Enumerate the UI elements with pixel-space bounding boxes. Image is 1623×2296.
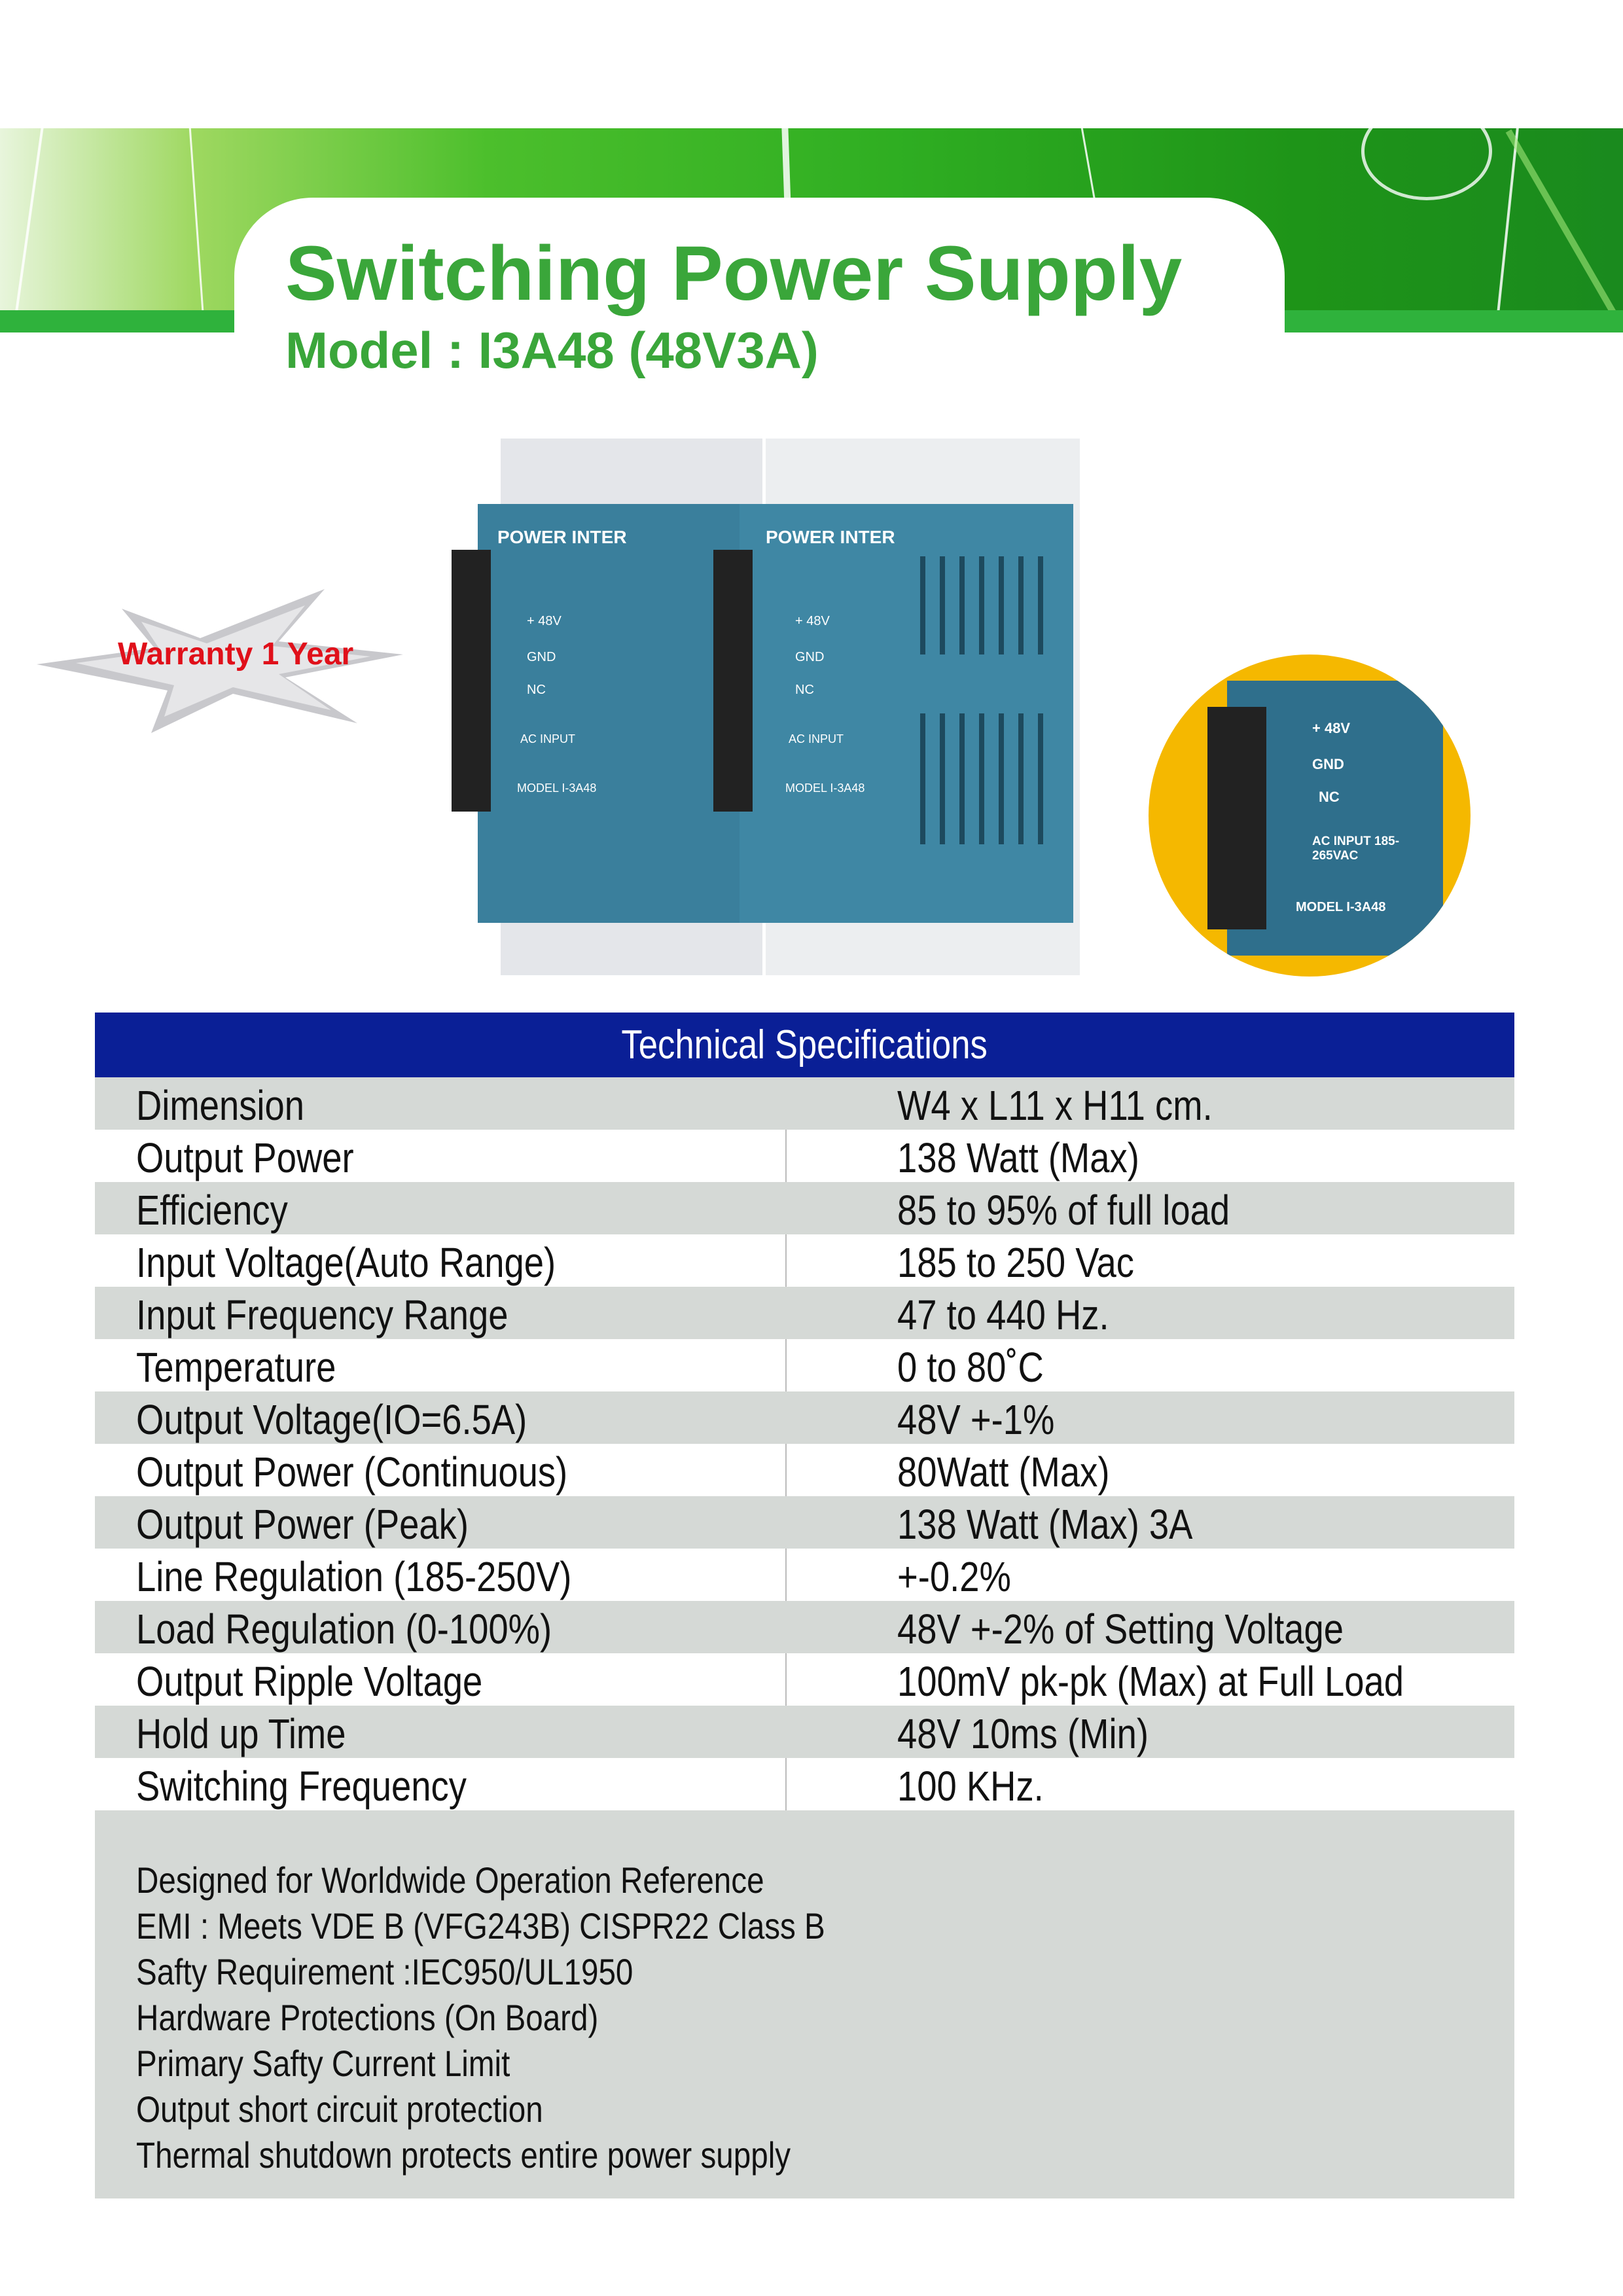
table-row: Output Power (Peak) 138 Watt (Max) 3A xyxy=(95,1496,1514,1549)
table-row: Input Voltage(Auto Range) 185 to 250 Vac xyxy=(95,1234,1514,1287)
svg-text:NC: NC xyxy=(527,683,546,697)
spec-value: W4 x L11 x H11 cm. xyxy=(897,1082,1213,1129)
table-row: Output Voltage(IO=6.5A) 48V +-1% xyxy=(95,1391,1514,1444)
spec-value: +-0.2% xyxy=(897,1553,1011,1600)
spec-label: Line Regulation (185-250V) xyxy=(136,1553,572,1600)
svg-text:+ 48V: + 48V xyxy=(527,614,562,628)
table-row: Hold up Time 48V 10ms (Min) xyxy=(95,1706,1514,1758)
svg-text:MODEL I-3A48: MODEL I-3A48 xyxy=(785,781,865,795)
svg-text:GND: GND xyxy=(795,650,824,664)
svg-text:AC INPUT: AC INPUT xyxy=(520,732,575,745)
spec-label: Hold up Time xyxy=(136,1710,346,1757)
spec-value: 80Watt (Max) xyxy=(897,1448,1110,1496)
spec-label: Output Power (Peak) xyxy=(136,1501,469,1548)
starburst-icon xyxy=(37,589,403,733)
spec-value: 47 to 440 Hz. xyxy=(897,1291,1109,1338)
spec-value: 48V +-1% xyxy=(897,1396,1055,1443)
terminal-closeup: + 48V GND NC AC INPUT 185-265VAC MODEL I… xyxy=(1149,655,1471,977)
spec-value: 100 KHz. xyxy=(897,1763,1044,1810)
table-row: Output Power 138 Watt (Max) xyxy=(95,1130,1514,1182)
notes-section: Designed for Worldwide Operation Referen… xyxy=(95,1810,1514,2198)
table-row: Output Ripple Voltage 100mV pk-pk (Max) a… xyxy=(95,1653,1514,1706)
model-subtitle: Model : I3A48 (48V3A) xyxy=(285,321,819,379)
warranty-badge: Warranty 1 Year xyxy=(118,637,354,672)
table-row: Switching Frequency 100 KHz. xyxy=(95,1758,1514,1810)
svg-text:AC INPUT: AC INPUT xyxy=(789,732,844,745)
svg-text:NC: NC xyxy=(795,683,814,697)
spec-label: Output Power (Continuous) xyxy=(136,1448,568,1496)
spec-value: 138 Watt (Max) 3A xyxy=(897,1501,1193,1548)
spec-label: Temperature xyxy=(136,1344,336,1391)
table-row: Line Regulation (185-250V) +-0.2% xyxy=(95,1549,1514,1601)
spec-value: 48V +-2% of Setting Voltage xyxy=(897,1605,1344,1653)
spec-label: Switching Frequency xyxy=(136,1763,467,1810)
spec-label: Output Power xyxy=(136,1134,354,1181)
note-line: Thermal shutdown protects entire power s… xyxy=(136,2134,791,2176)
title-tab xyxy=(234,198,1285,368)
spec-value: 138 Watt (Max) xyxy=(897,1134,1139,1181)
spec-label: Input Voltage(Auto Range) xyxy=(136,1239,556,1286)
svg-text:+ 48V: + 48V xyxy=(795,614,830,628)
spec-label: Load Regulation (0-100%) xyxy=(136,1605,552,1653)
table-row: Input Frequency Range 47 to 440 Hz. xyxy=(95,1287,1514,1339)
spec-value: 85 to 95% of full load xyxy=(897,1187,1230,1234)
note-line: Output short circuit protection xyxy=(136,2089,543,2130)
spec-label: Output Ripple Voltage xyxy=(136,1658,483,1705)
table-row: Load Regulation (0-100%) 48V +-2% of Sett… xyxy=(95,1601,1514,1653)
spec-value: 0 to 80˚C xyxy=(897,1344,1044,1391)
svg-text:POWER INTER: POWER INTER xyxy=(497,527,627,547)
note-line: EMI : Meets VDE B (VFG243B) CISPR22 Clas… xyxy=(136,1905,825,1946)
note-line: Hardware Protections (On Board) xyxy=(136,1997,599,2038)
spec-value: 48V 10ms (Min) xyxy=(897,1710,1149,1757)
svg-text:MODEL I-3A48: MODEL I-3A48 xyxy=(517,781,596,795)
note-line: Safty Requirement :IEC950/UL1950 xyxy=(136,1951,633,1992)
table-row: Dimension W4 x L11 x H11 cm. xyxy=(95,1077,1514,1130)
spec-value: 185 to 250 Vac xyxy=(897,1239,1134,1286)
spec-table: Technical Specifications Dimension W4 x L… xyxy=(95,1013,1514,2198)
table-row: Temperature 0 to 80˚C xyxy=(95,1339,1514,1391)
svg-text:GND: GND xyxy=(527,650,556,664)
note-line: Primary Safty Current Limit xyxy=(136,2043,510,2084)
page-title: Switching Power Supply xyxy=(285,230,1183,317)
product-image: POWER INTER + 48V GND NC AC INPUT MODEL … xyxy=(452,439,1080,975)
spec-label: Dimension xyxy=(136,1082,304,1129)
globe-icon xyxy=(1361,128,1492,200)
spec-value: 100mV pk-pk (Max) at Full Load xyxy=(897,1658,1404,1705)
svg-text:POWER INTER: POWER INTER xyxy=(766,527,895,547)
spec-label: Efficiency xyxy=(136,1187,288,1234)
spec-label: Output Voltage(IO=6.5A) xyxy=(136,1396,527,1443)
table-row: Efficiency 85 to 95% of full load xyxy=(95,1182,1514,1234)
note-line: Designed for Worldwide Operation Referen… xyxy=(136,1859,764,1901)
spec-table-header: Technical Specifications xyxy=(95,1013,1514,1077)
table-row: Output Power (Continuous) 80Watt (Max) xyxy=(95,1444,1514,1496)
spec-label: Input Frequency Range xyxy=(136,1291,508,1338)
